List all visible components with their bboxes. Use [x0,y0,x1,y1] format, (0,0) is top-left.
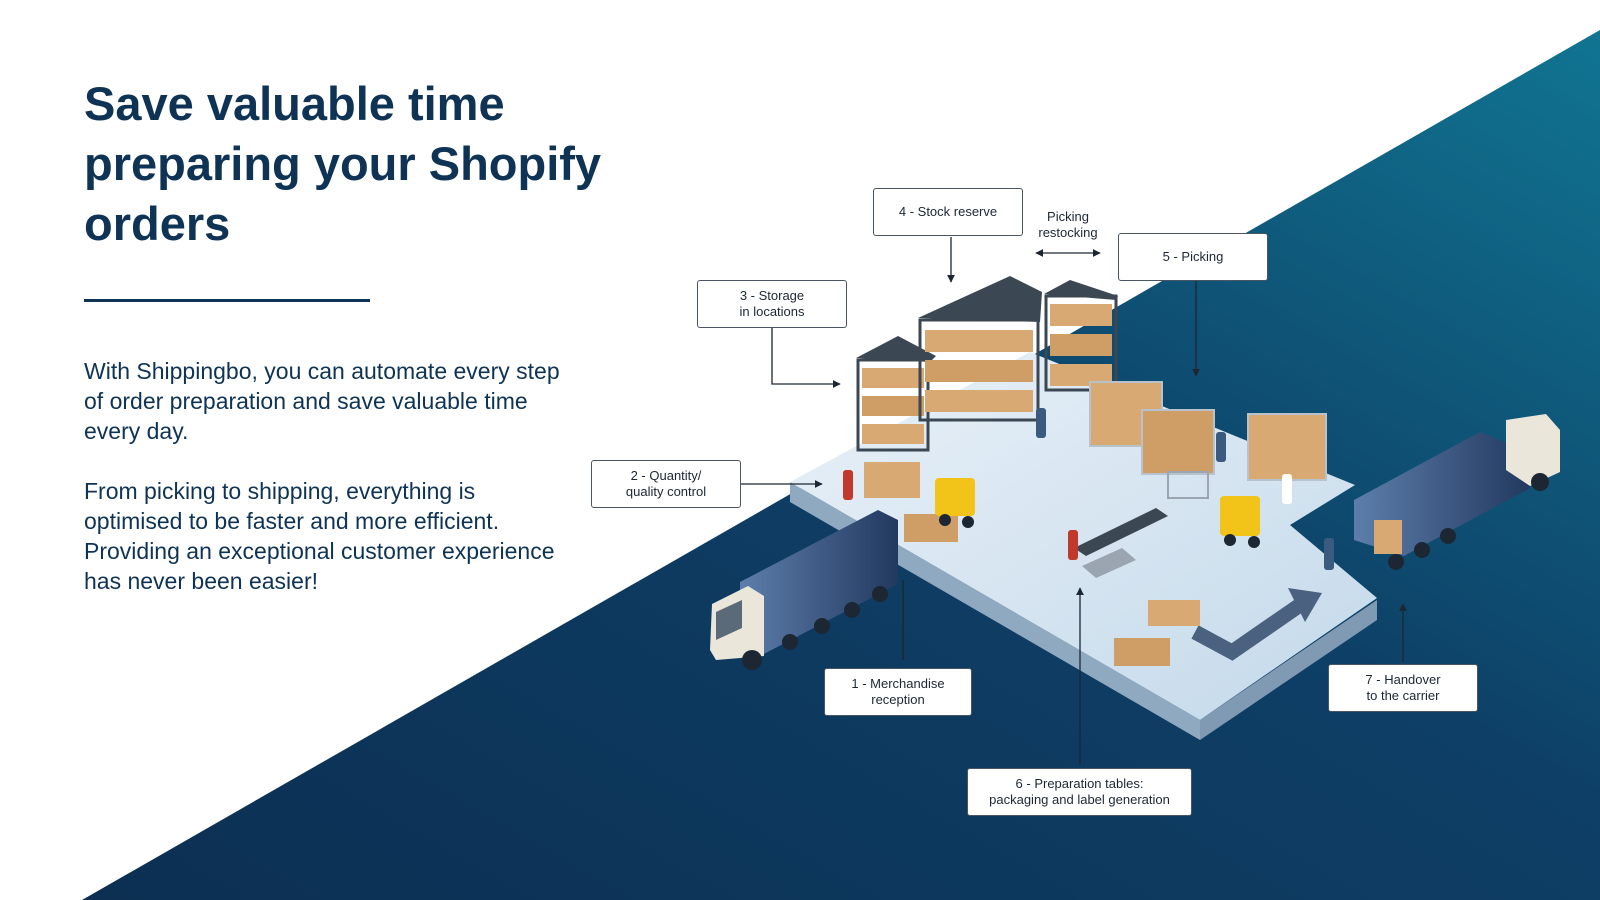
step-label-stock-reserve: 4 - Stock reserve [873,188,1023,236]
step-label-merchandise-reception: 1 - Merchandise reception [824,668,972,716]
step-label-quality-control: 2 - Quantity/ quality control [591,460,741,508]
title-divider [84,299,370,302]
page-title: Save valuable time preparing your Shopif… [84,77,602,250]
step-label-picking: 5 - Picking [1118,233,1268,281]
storage-shelves [856,276,1118,452]
benefits-paragraph: From picking to shipping, everything is … [84,478,555,594]
connector-lines [740,237,1407,764]
pallet-boxes [864,462,920,498]
step-label-carrier-handover: 7 - Handover to the carrier [1328,664,1478,712]
reception-truck [710,510,898,670]
intro-paragraph: With Shippingbo, you can automate every … [84,358,560,444]
carrier-truck [1354,414,1560,570]
warehouse-floor [790,352,1377,720]
workers [843,408,1334,570]
flow-arrow [1191,598,1305,661]
picking-restocking-label: Picking restocking [1038,209,1098,240]
conveyor [1074,508,1168,556]
picking-racks [1089,381,1327,499]
forklift [935,478,1260,536]
step-label-storage: 3 - Storage in locations [697,280,847,328]
step-label-preparation-tables: 6 - Preparation tables: packaging and la… [967,768,1192,816]
